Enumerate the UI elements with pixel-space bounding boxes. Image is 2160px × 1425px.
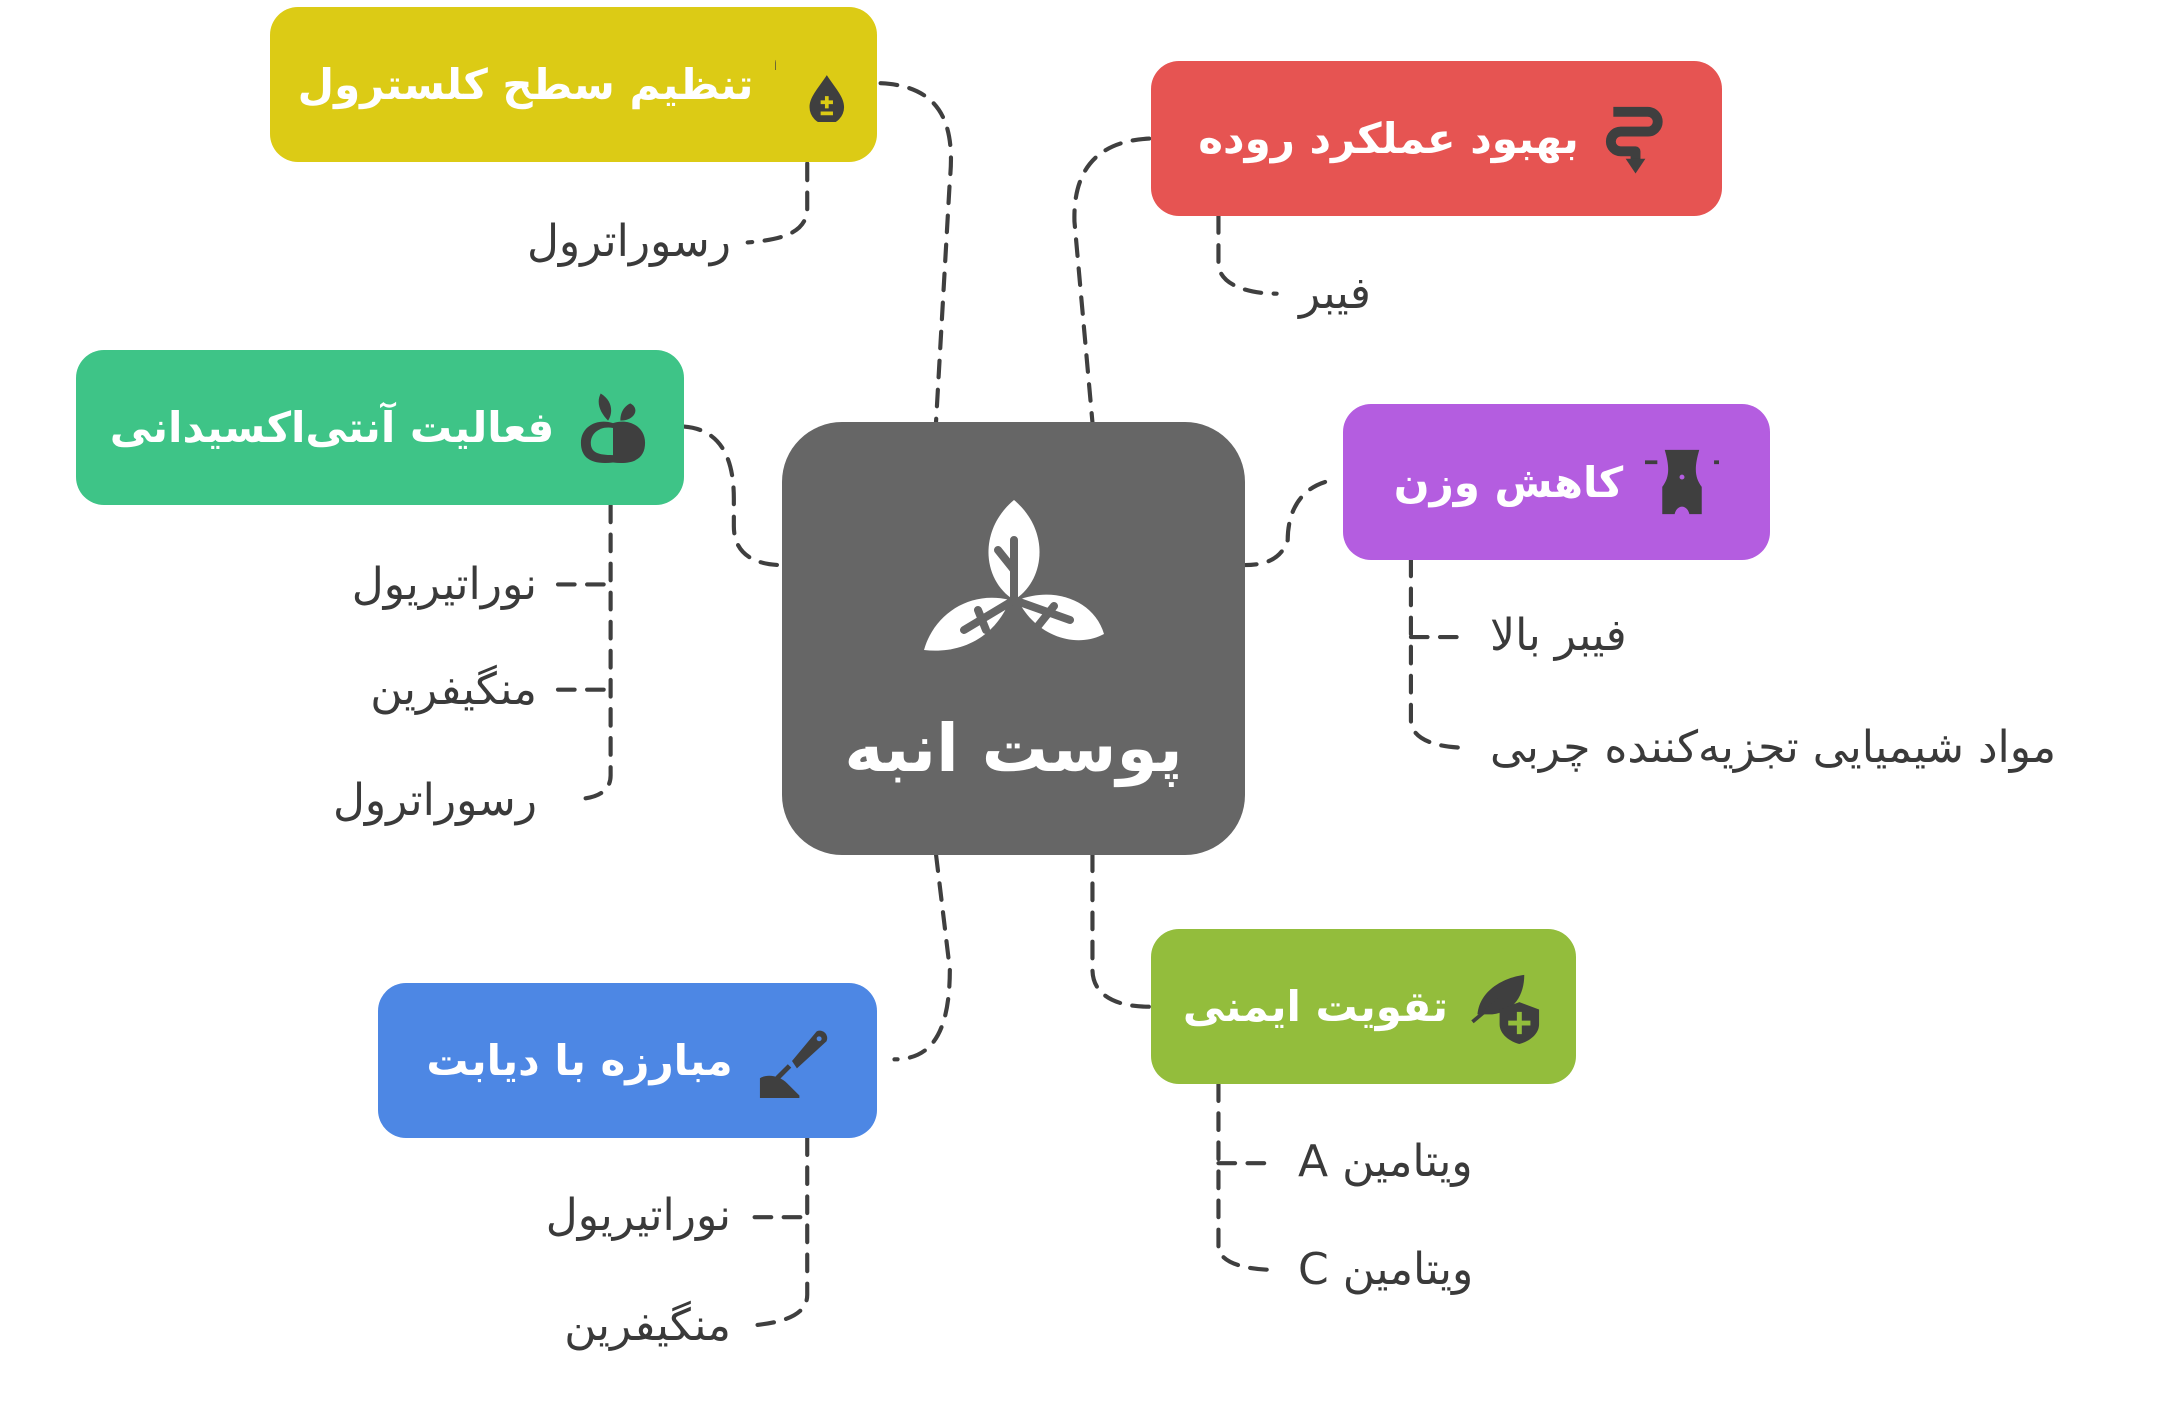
child-item: فیبر [1299, 268, 1371, 319]
node-gut[interactable]: بهبود عملکرد روده [1151, 61, 1722, 216]
child-item: منگیفرین [370, 664, 537, 715]
rh-blood-drop-icon: Rh [775, 50, 845, 122]
child-item: فیبر بالا [1490, 610, 1627, 661]
node-antioxidant[interactable]: فعالیت آنتی‌اکسیدانی [76, 350, 684, 505]
child-item: ویتامین C [1298, 1244, 1474, 1295]
node-title: مبارزه با دیابت [426, 1036, 733, 1085]
connector-cholesterol-child [745, 161, 810, 245]
node-diabetes[interactable]: مبارزه با دیابت [378, 983, 877, 1138]
connector-antioxidant-children [555, 503, 613, 802]
svg-text:Rh: Rh [775, 50, 777, 76]
connector-weight [1242, 479, 1328, 568]
connector-immunity-children [1216, 1082, 1276, 1272]
node-cholesterol[interactable]: Rh تنظیم سطح کلسترول [270, 7, 877, 162]
center-title: پوست انبه [844, 710, 1183, 787]
connector-diabetes-children [752, 1136, 810, 1328]
child-item: رسوراترول [332, 775, 537, 826]
connector-gut [1072, 136, 1152, 425]
child-item: نوراتیریول [545, 1190, 731, 1241]
node-weight[interactable]: کاهش وزن [1343, 404, 1770, 560]
node-immunity[interactable]: تقویت ایمنی [1151, 929, 1576, 1084]
child-item: منگیفرین [564, 1300, 731, 1351]
intestine-icon [1605, 106, 1663, 174]
child-item: رسوراترول [526, 216, 731, 267]
connector-diabetes [892, 852, 952, 1062]
apple-sprout-icon [581, 392, 646, 463]
node-title: تقویت ایمنی [1182, 982, 1449, 1031]
node-title: فعالیت آنتی‌اکسیدانی [109, 403, 555, 452]
connector-immunity [1090, 852, 1152, 1009]
child-item: نوراتیریول [351, 559, 537, 610]
connector-cholesterol [878, 81, 954, 425]
node-title: تنظیم سطح کلسترول [297, 60, 754, 109]
leaf-shield-icon [1471, 974, 1540, 1044]
node-title: کاهش وزن [1393, 457, 1624, 507]
center-node: پوست انبه [782, 422, 1245, 855]
glucose-meter-icon [759, 1030, 827, 1098]
connector-antioxidant [681, 424, 785, 568]
node-title: بهبود عملکرد روده [1198, 114, 1579, 163]
leaves-icon [923, 500, 1104, 651]
connector-weight-children [1408, 557, 1470, 750]
connector-gut-child [1216, 214, 1279, 296]
waist-icon [1645, 449, 1720, 515]
child-item: مواد شیمیایی تجزیه‌کننده چربی [1490, 722, 2057, 773]
child-item: ویتامین A [1298, 1136, 1473, 1187]
